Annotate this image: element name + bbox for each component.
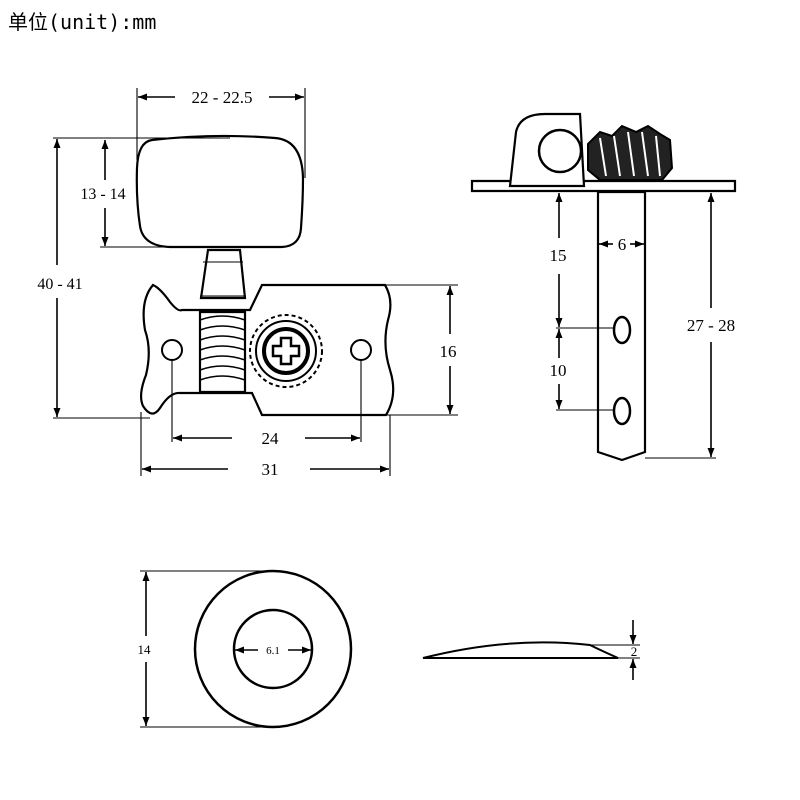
dim-total-height: 40 - 41 bbox=[37, 276, 82, 293]
mounting-hole-right bbox=[350, 339, 372, 361]
washer-view: 14 6.1 2 bbox=[138, 569, 640, 729]
dim-shaft-width: 6 bbox=[618, 235, 627, 254]
knob-edge bbox=[587, 124, 674, 181]
dim-hole-to-hole: 10 bbox=[550, 361, 567, 380]
dim-plate-height: 16 bbox=[440, 342, 457, 361]
washer-inner bbox=[232, 608, 314, 690]
dim-knob-height: 13 - 14 bbox=[80, 186, 125, 203]
screw-head-icon bbox=[271, 336, 301, 366]
dim-plate-width: 31 bbox=[262, 460, 279, 479]
washer-profile bbox=[422, 641, 619, 659]
unit-caption: 单位(unit):mm bbox=[8, 10, 157, 34]
dim-outer-diameter: 14 bbox=[138, 642, 152, 657]
dim-top-to-hole: 15 bbox=[550, 246, 567, 265]
dim-inner-diameter: 6.1 bbox=[266, 645, 280, 657]
side-view: 6 15 10 27 - 28 bbox=[470, 112, 737, 462]
gear bbox=[249, 314, 323, 388]
knob bbox=[135, 134, 305, 249]
shaft-hole-top bbox=[612, 315, 632, 345]
dim-thickness: 2 bbox=[631, 644, 638, 659]
shaft-hole-bottom bbox=[612, 396, 632, 426]
front-view: 22 - 22.5 13 - 14 40 - 41 16 24 31 bbox=[37, 88, 458, 479]
dim-shaft-length: 27 - 28 bbox=[687, 316, 735, 335]
dim-hole-spacing: 24 bbox=[262, 429, 280, 448]
knob-neck bbox=[199, 248, 247, 300]
dim-knob-width: 22 - 22.5 bbox=[192, 88, 253, 107]
mounting-hole-left bbox=[161, 339, 183, 361]
worm-spring bbox=[198, 310, 247, 394]
